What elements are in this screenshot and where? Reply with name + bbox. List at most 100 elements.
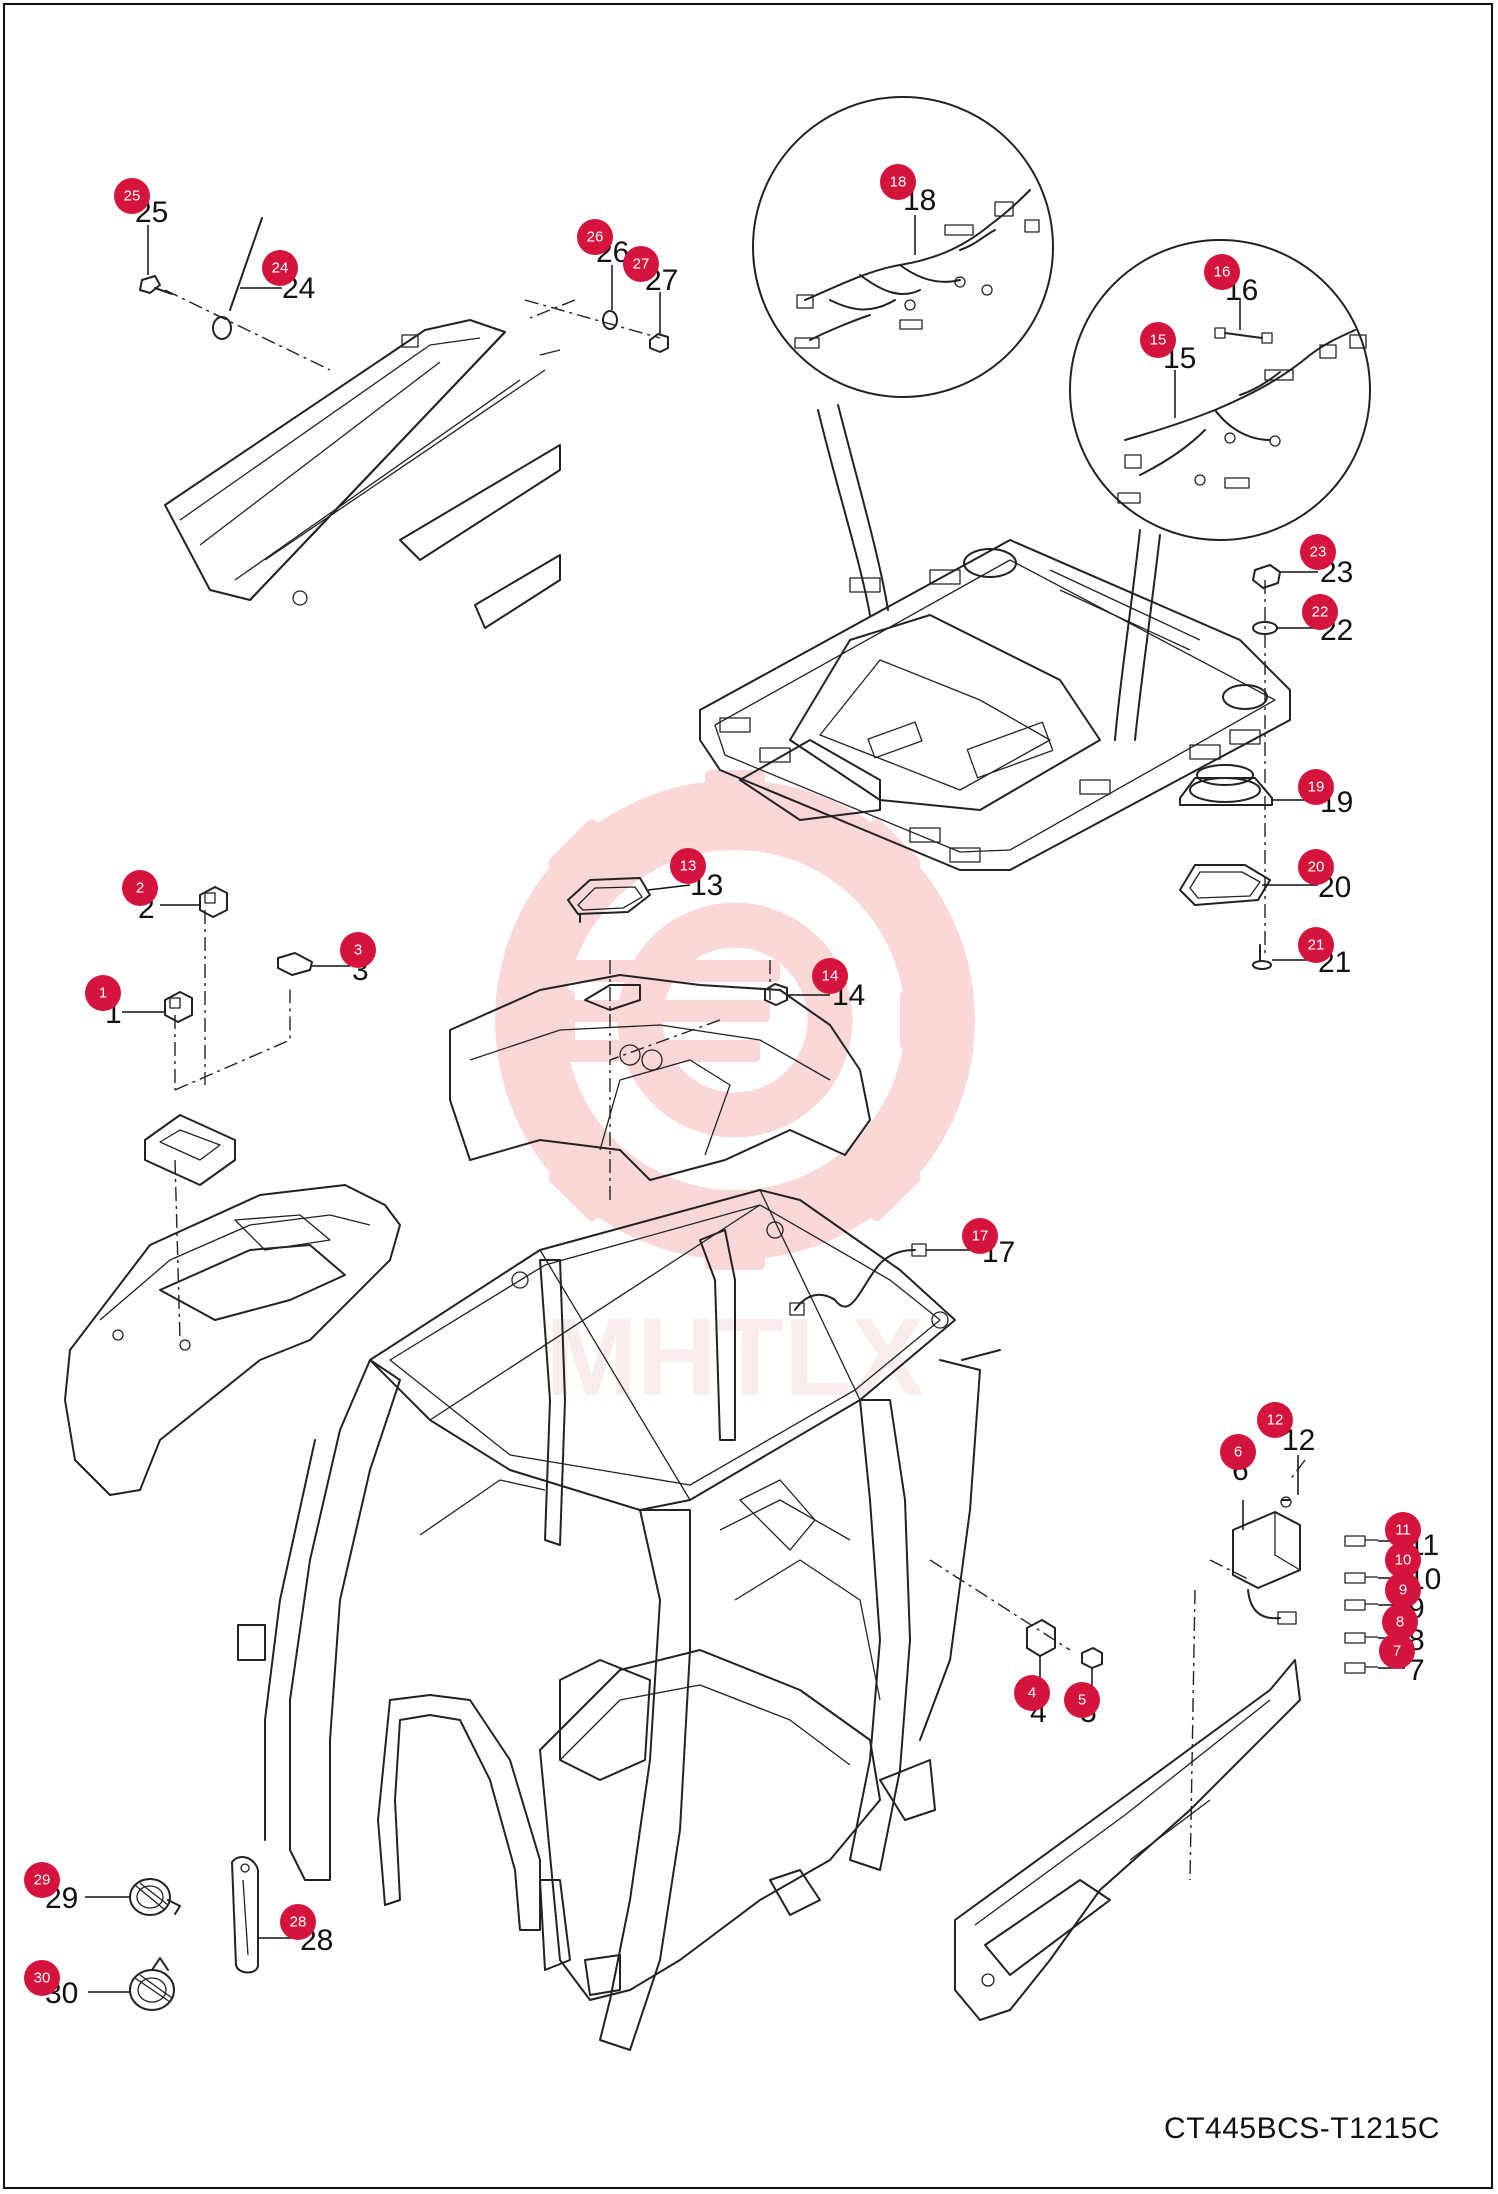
callout-badge-15[interactable]: 15	[1140, 322, 1176, 358]
callout-badge-11[interactable]: 11	[1385, 1512, 1421, 1548]
callout-badge-26[interactable]: 26	[577, 219, 613, 255]
blank-plug-3-icon	[277, 952, 313, 976]
callout-badge-28[interactable]: 28	[280, 1904, 316, 1940]
screw-21-icon	[1252, 944, 1272, 970]
callout-badge-6[interactable]: 6	[1220, 1434, 1256, 1470]
callout-badge-10[interactable]: 10	[1385, 1542, 1421, 1578]
rocker-switch-1-icon	[164, 991, 193, 1023]
callout-number-7: 7	[1408, 1654, 1425, 1687]
svg-text:7: 7	[1393, 1643, 1401, 1660]
svg-text:4: 4	[1028, 1685, 1036, 1702]
svg-text:15: 15	[1150, 332, 1167, 349]
svg-text:2: 2	[136, 880, 144, 897]
fuse-7-icon	[1344, 1662, 1378, 1674]
cab-headliner-panel	[699, 539, 1291, 871]
nut-27-icon	[649, 333, 669, 353]
callout-badge-30[interactable]: 30	[24, 1960, 60, 1996]
nut-14-icon	[764, 983, 788, 1006]
svg-text:11: 11	[1395, 1522, 1411, 1539]
callout-badge-1[interactable]: 1	[85, 975, 121, 1011]
nut-5-icon	[1081, 1647, 1103, 1669]
inner-side-panel	[64, 1184, 401, 1496]
callout-badge-18[interactable]: 18	[880, 164, 916, 200]
jumper-wire-16-icon	[1214, 327, 1273, 344]
washer-26-icon	[602, 310, 618, 330]
callouts: 1 1 2 2 3 3 4 4 5 5 6 6 12 12 11 11 10 1…	[24, 164, 1441, 2010]
callout-badge-29[interactable]: 29	[24, 1862, 60, 1898]
svg-text:9: 9	[1399, 1582, 1407, 1599]
relay-4-icon	[1026, 1619, 1056, 1657]
fuse-10-icon	[1344, 1572, 1378, 1584]
switch-panel-assembly	[64, 886, 401, 1496]
callout-badge-7[interactable]: 7	[1379, 1633, 1415, 1669]
roof-shell	[449, 877, 871, 1181]
watermark-gear-logo: MHTLX	[495, 770, 975, 1419]
svg-text:27: 27	[633, 256, 650, 273]
roof-edge-trim	[164, 319, 561, 629]
cab-frame	[237, 1019, 1071, 2051]
loose-parts	[129, 1855, 259, 2011]
antenna-24-icon	[212, 217, 263, 340]
callout-badge-23[interactable]: 23	[1300, 534, 1336, 570]
callout-badge-13[interactable]: 13	[670, 848, 706, 884]
svg-text:28: 28	[290, 1914, 307, 1931]
svg-text:22: 22	[1312, 604, 1329, 621]
callout-badge-16[interactable]: 16	[1204, 254, 1240, 290]
callout-badge-25[interactable]: 25	[114, 178, 150, 214]
rocker-switch-2-icon	[199, 886, 228, 918]
callout-badge-14[interactable]: 14	[812, 958, 848, 994]
drawing-code: CT445BCS-T1215C	[1164, 2112, 1440, 2145]
wire-harness-15-icon	[1117, 329, 1367, 504]
hose-clamp-30-icon	[129, 1957, 175, 2011]
svg-text:6: 6	[1234, 1444, 1242, 1461]
callout-badge-20[interactable]: 20	[1298, 849, 1334, 885]
callout-badge-2[interactable]: 2	[122, 870, 158, 906]
screw-12-icon	[1280, 1496, 1292, 1508]
svg-text:10: 10	[1395, 1552, 1412, 1569]
svg-text:5: 5	[1078, 1692, 1086, 1709]
svg-text:14: 14	[822, 968, 839, 985]
roof-fasteners	[139, 217, 669, 371]
callout-badge-3[interactable]: 3	[340, 932, 376, 968]
dome-light-13-icon	[567, 877, 651, 923]
callout-badge-4[interactable]: 4	[1014, 1675, 1050, 1711]
svg-text:3: 3	[354, 942, 362, 959]
callout-badge-9[interactable]: 9	[1385, 1572, 1421, 1608]
svg-text:17: 17	[972, 1228, 989, 1245]
svg-text:19: 19	[1308, 779, 1325, 796]
callout-badge-17[interactable]: 17	[962, 1218, 998, 1254]
svg-text:21: 21	[1308, 937, 1325, 954]
wire-harness-18-icon	[794, 189, 1040, 349]
callout-badge-19[interactable]: 19	[1298, 769, 1334, 805]
svg-text:1: 1	[99, 985, 107, 1002]
callout-badge-5[interactable]: 5	[1064, 1682, 1100, 1718]
svg-text:29: 29	[34, 1872, 51, 1889]
svg-text:13: 13	[680, 858, 697, 875]
callout-badge-21[interactable]: 21	[1298, 927, 1334, 963]
callout-badge-12[interactable]: 12	[1257, 1402, 1293, 1438]
svg-text:23: 23	[1310, 544, 1327, 561]
svg-text:18: 18	[890, 174, 907, 191]
callout-badge-24[interactable]: 24	[262, 250, 298, 286]
speaker-stack	[1179, 564, 1281, 970]
speaker-grille-20-icon	[1179, 864, 1271, 906]
callout-badge-8[interactable]: 8	[1382, 1604, 1418, 1640]
strap-28-icon	[231, 1855, 259, 1974]
right-side-console	[954, 1659, 1301, 2021]
fuse-set-7-11	[1344, 1535, 1378, 1674]
right-console-assembly	[954, 1459, 1378, 2021]
speaker-nut-23-icon	[1252, 564, 1281, 589]
callout-badge-22[interactable]: 22	[1302, 594, 1338, 630]
svg-text:26: 26	[587, 229, 604, 246]
svg-text:8: 8	[1396, 1614, 1404, 1631]
callout-badge-27[interactable]: 27	[623, 246, 659, 282]
svg-text:20: 20	[1308, 859, 1325, 876]
svg-text:30: 30	[34, 1970, 51, 1987]
svg-text:16: 16	[1214, 264, 1231, 281]
harness-detail-circle-15-16	[1069, 239, 1371, 741]
fuse-9-icon	[1344, 1599, 1378, 1611]
hose-clamp-29-icon	[129, 1878, 181, 1916]
svg-text:25: 25	[124, 188, 141, 205]
relay-6-icon	[1232, 1511, 1301, 1625]
